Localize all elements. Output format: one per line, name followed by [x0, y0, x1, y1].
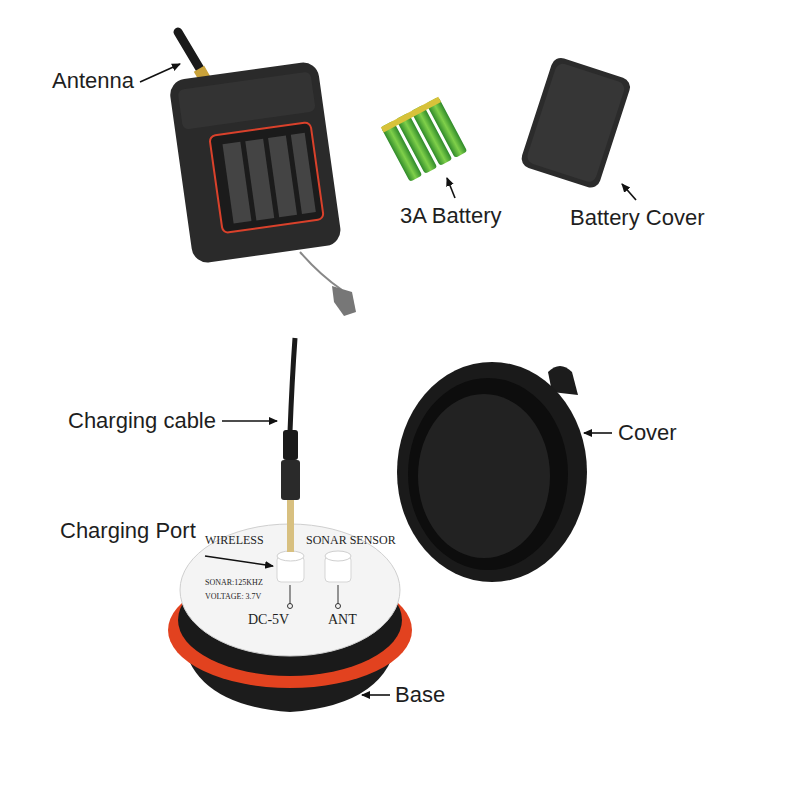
- battery-cover-part: [519, 55, 633, 190]
- part-label: Battery Cover: [570, 205, 705, 230]
- device-print: SONAR SENSOR: [306, 534, 396, 548]
- part-label: Base: [395, 682, 445, 707]
- device-print: VOLTAGE: 3.7V: [205, 592, 261, 601]
- device-print: WIRELESS: [205, 534, 264, 548]
- part-label: 3A Battery: [400, 203, 502, 228]
- sensor-base: [168, 524, 412, 712]
- battery-pack: [381, 97, 467, 182]
- sensor-cover: [397, 362, 587, 582]
- receiver-unit: [168, 32, 356, 316]
- device-print: SONAR:125KHZ: [205, 578, 263, 587]
- leader-lines: [140, 64, 636, 695]
- port-name: ANT: [328, 612, 357, 628]
- charging-cable-part: [281, 338, 300, 552]
- part-label: Antenna: [52, 68, 134, 93]
- part-label: Charging Port: [60, 518, 196, 543]
- part-label: Cover: [618, 420, 677, 445]
- part-label: Charging cable: [68, 408, 216, 433]
- port-name: DC-5V: [248, 612, 289, 628]
